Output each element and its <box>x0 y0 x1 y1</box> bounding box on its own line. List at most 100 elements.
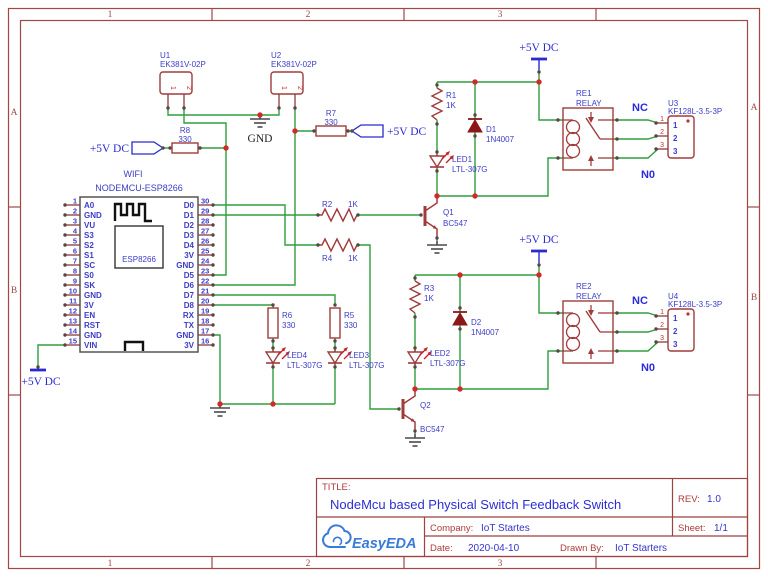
pin-number: 22 <box>201 277 209 286</box>
part-number: LTL-307G <box>287 361 322 370</box>
power-flag-relay2[interactable]: +5V DC <box>519 234 559 263</box>
refdes: D1 <box>486 125 497 134</box>
pin-number: 26 <box>201 237 209 246</box>
pin-number: 13 <box>69 317 77 326</box>
easyeda-swirl-icon <box>332 536 343 546</box>
pin-number: 3 <box>660 335 664 342</box>
refdes: R8 <box>180 126 191 135</box>
title-block: TITLE: NodeMcu based Physical Switch Fee… <box>315 477 749 558</box>
coil-icon <box>565 312 581 328</box>
pin-number: 19 <box>201 307 209 316</box>
resistor-r6[interactable]: R6 330 <box>267 307 296 339</box>
resistor-r5[interactable]: R5 330 <box>329 307 358 339</box>
refdes: U2 <box>271 51 282 60</box>
connector-u1[interactable]: U1 EK381V-02P 1 2 <box>159 51 206 108</box>
pin-number: 2 <box>660 129 664 136</box>
refdes: U1 <box>160 51 171 60</box>
pin-name: S0 <box>84 271 94 280</box>
pin-number: 21 <box>201 287 209 296</box>
refdes: Q1 <box>443 208 454 217</box>
resistor-r2[interactable]: R2 1K <box>318 200 358 223</box>
frame-tick: A <box>11 108 18 118</box>
led2[interactable]: LED2 LTL-307G <box>407 346 465 368</box>
refdes: LED2 <box>430 349 451 358</box>
switch-blade-icon <box>585 117 601 140</box>
pin-name: 2 <box>673 327 678 336</box>
resistor-r8[interactable]: R8 330 <box>171 126 199 154</box>
power-flag-vin[interactable]: +5V DC <box>21 368 61 388</box>
value: 1K <box>446 101 456 110</box>
esp8266-chip <box>114 225 164 269</box>
refdes: R1 <box>446 91 457 100</box>
pin-name: D7 <box>184 291 195 300</box>
value: 1K <box>424 294 434 303</box>
part-number: RELAY <box>576 292 602 301</box>
pin-name: D0 <box>184 201 195 210</box>
led4[interactable]: LED4 LTL-307G <box>265 346 322 370</box>
pin-name: GND <box>84 291 102 300</box>
pin-name: 3V <box>84 301 94 310</box>
resistor-r7[interactable]: R7 330 <box>315 109 347 137</box>
relay-re2[interactable]: RE2 RELAY NC N0 <box>562 282 655 374</box>
connector-u3[interactable]: U3 KF128L-3.5-3P 1 2 3 1 2 3 <box>656 99 722 159</box>
transistor-q2[interactable]: Q2 BC547 <box>401 387 445 434</box>
pin-number: 3 <box>660 142 664 149</box>
gnd-label: GND <box>248 133 273 145</box>
pin-number: 11 <box>69 297 77 306</box>
frame-tick: 1 <box>108 559 113 569</box>
pin-number: 30 <box>201 197 209 206</box>
value: 1K <box>348 254 358 263</box>
pin-number: 20 <box>201 297 209 306</box>
diode-d1[interactable]: D1 1N4007 <box>467 118 515 144</box>
refdes: R3 <box>424 284 435 293</box>
refdes: R2 <box>322 200 333 209</box>
refdes: U3 <box>668 99 679 108</box>
connector-u2[interactable]: U2 EK381V-02P 1 2 <box>270 51 317 108</box>
pin1-marker <box>686 119 690 123</box>
refdes: R5 <box>344 311 355 320</box>
resistor-r3[interactable]: R3 1K <box>408 280 435 314</box>
gnd-symbol-u2[interactable]: GND <box>248 114 273 145</box>
pin-name: GND <box>84 211 102 220</box>
refdes: D2 <box>471 318 482 327</box>
pin-number: 17 <box>201 327 209 336</box>
part-number: LTL-307G <box>430 359 465 368</box>
pin-name: VU <box>84 221 95 230</box>
part-number: 1N4007 <box>471 328 500 337</box>
power-flag-r7[interactable]: +5V DC <box>350 124 427 138</box>
led3[interactable]: LED3 LTL-307G <box>327 346 384 370</box>
mcu-name-label: NODEMCU-ESP8266 <box>95 183 183 193</box>
pin-name: S3 <box>84 231 94 240</box>
coil-icon <box>565 324 581 340</box>
pin-number: 1 <box>660 116 664 123</box>
power-label: +5V DC <box>21 376 61 388</box>
pin-name: D6 <box>184 281 195 290</box>
pin-number: 23 <box>201 267 209 276</box>
pin-name: S2 <box>84 241 94 250</box>
pin-name: D1 <box>184 211 195 220</box>
pin-name: 2 <box>673 134 678 143</box>
power-flag-r8[interactable]: +5V DC <box>90 141 165 155</box>
gnd-symbol-q1[interactable] <box>426 240 448 254</box>
pin-number: 8 <box>73 267 77 276</box>
pin-number: 4 <box>73 227 78 236</box>
pin-number: 6 <box>73 247 77 256</box>
pin-name: 3V <box>184 251 194 260</box>
resistor-r4[interactable]: R4 1K <box>318 237 358 263</box>
relay-re1[interactable]: RE1 RELAY NC N0 <box>562 89 655 181</box>
diode-d2[interactable]: D2 1N4007 <box>452 311 500 337</box>
led1[interactable]: LED1 LTL-307G <box>429 150 487 174</box>
refdes: Q2 <box>420 401 431 410</box>
gnd-symbol-q2[interactable] <box>404 433 426 447</box>
pin-number: 1 <box>280 86 287 90</box>
mcu-body[interactable] <box>79 196 199 353</box>
resistor-r1[interactable]: R1 1K <box>430 87 457 121</box>
transistor-q1[interactable]: Q1 BC547 <box>423 194 468 238</box>
sheet-value: 1/1 <box>714 523 728 534</box>
no-label: N0 <box>641 169 655 181</box>
value: 1K <box>348 200 358 209</box>
connector-u4[interactable]: U4 KF128L-3.5-3P 1 2 3 1 2 3 <box>656 292 722 352</box>
power-flag-relay1[interactable]: +5V DC <box>519 42 559 70</box>
